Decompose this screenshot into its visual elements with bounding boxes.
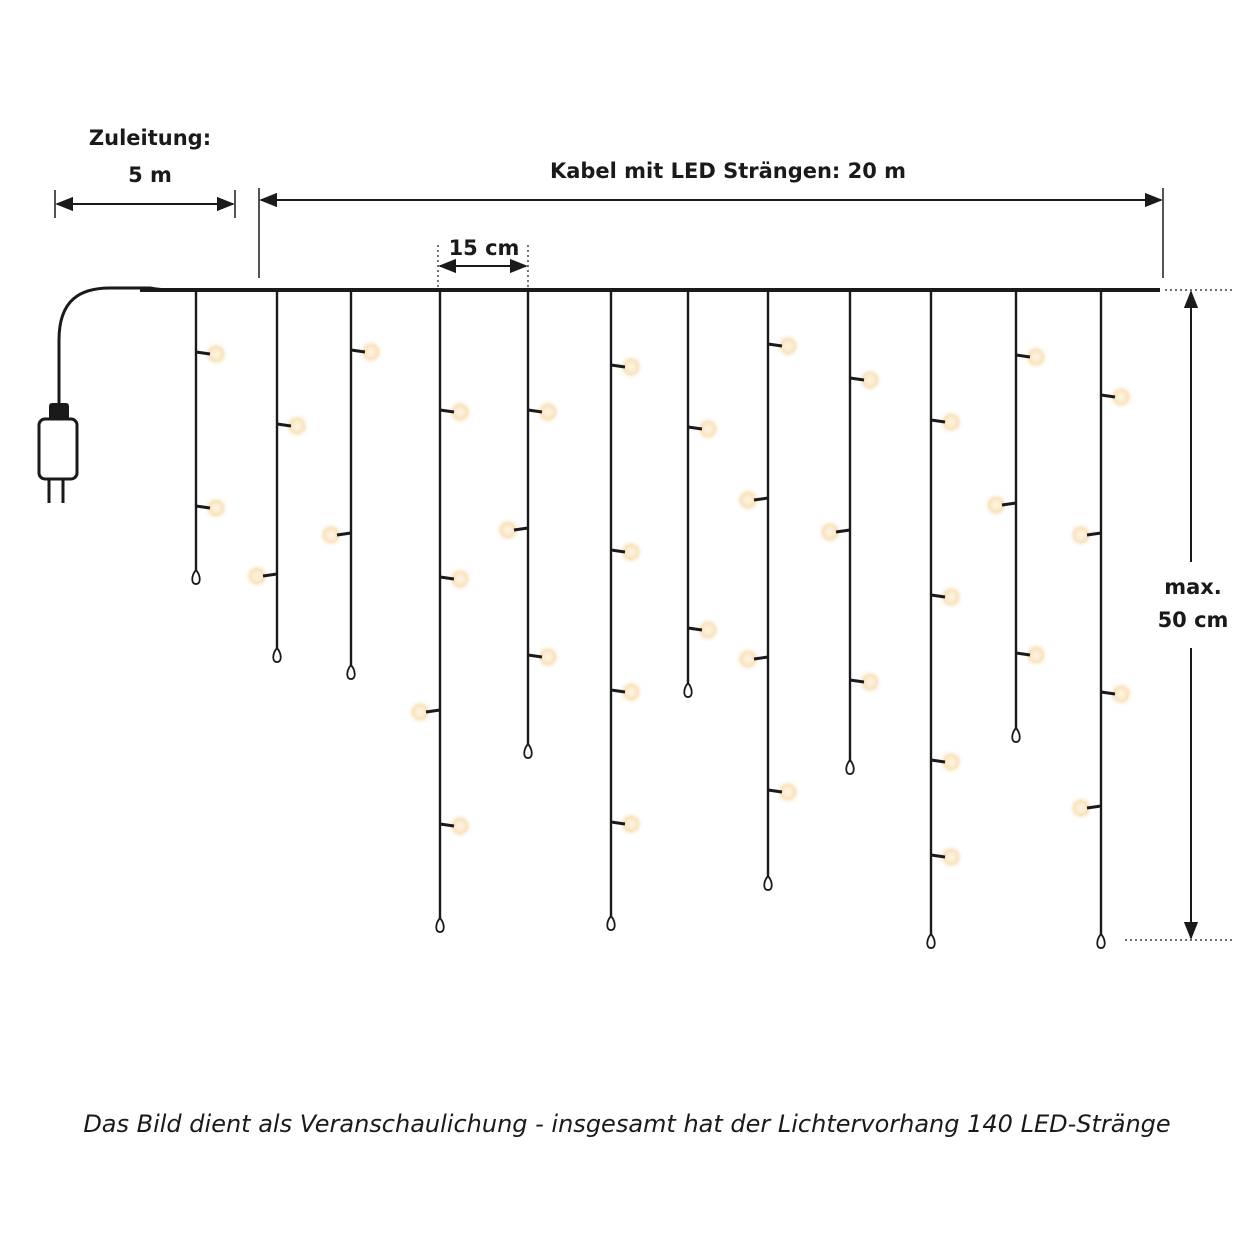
strand-end-loop	[683, 682, 693, 698]
max-label: max.	[1164, 575, 1222, 599]
strand-end-loop	[272, 647, 282, 663]
led-bulb-icon	[983, 492, 1017, 518]
led-strand	[244, 290, 310, 663]
led-bulb-icon	[318, 522, 352, 548]
led-strand	[926, 290, 964, 949]
led-strand	[983, 290, 1049, 743]
led-bulb-icon	[439, 399, 473, 425]
led-strand	[318, 290, 384, 680]
led-strand	[191, 290, 229, 585]
led-strand	[495, 290, 561, 759]
led-bulb-icon	[276, 413, 310, 439]
led-bulb-icon	[849, 669, 883, 695]
caption: Das Bild dient als Veranschaulichung - i…	[83, 1110, 1171, 1138]
strand-end-loop	[1096, 933, 1106, 949]
led-bulb-icon	[244, 563, 278, 589]
led-bulb-icon	[1068, 522, 1102, 548]
led-bulb-icon	[849, 367, 883, 393]
led-bulb-icon	[817, 519, 851, 545]
lead-title-label: Zuleitung:	[89, 126, 211, 150]
led-bulb-icon	[1015, 344, 1049, 370]
strand-end-loop	[763, 875, 773, 891]
led-strand	[735, 290, 801, 891]
led-strand	[1068, 290, 1134, 949]
max-value-label: 50 cm	[1158, 608, 1229, 632]
height-dimension: max. 50 cm	[1125, 289, 1232, 941]
led-bulb-icon	[1100, 384, 1134, 410]
strand-end-loop	[926, 933, 936, 949]
led-bulb-icon	[767, 333, 801, 359]
strand-end-loop	[1011, 727, 1021, 743]
spacing-dimension: 15 cm	[437, 236, 529, 290]
led-strand	[606, 290, 644, 931]
strand-end-loop	[606, 915, 616, 931]
cable-length-label: Kabel mit LED Strängen: 20 m	[550, 159, 906, 183]
led-strand	[817, 290, 883, 775]
plug-icon	[37, 403, 79, 503]
cable-dimension: Kabel mit LED Strängen: 20 m	[258, 159, 1164, 278]
led-bulb-icon	[610, 811, 644, 837]
led-bulb-icon	[1068, 795, 1102, 821]
led-bulb-icon	[1015, 642, 1049, 668]
led-bulb-icon	[439, 566, 473, 592]
led-strands	[191, 290, 1134, 949]
led-bulb-icon	[195, 495, 229, 521]
led-bulb-icon	[407, 699, 441, 725]
led-bulb-icon	[610, 539, 644, 565]
led-bulb-icon	[735, 646, 769, 672]
strand-end-loop	[191, 569, 201, 585]
led-bulb-icon	[439, 813, 473, 839]
led-bulb-icon	[527, 399, 561, 425]
strand-end-loop	[346, 664, 356, 680]
led-bulb-icon	[1100, 681, 1134, 707]
lead-cable	[57, 286, 176, 403]
led-bulb-icon	[735, 487, 769, 513]
lead-dimension: Zuleitung: 5 m	[54, 126, 236, 218]
led-bulb-icon	[610, 679, 644, 705]
led-bulb-icon	[195, 341, 229, 367]
led-bulb-icon	[495, 517, 529, 543]
led-bulb-icon	[930, 409, 964, 435]
strand-end-loop	[435, 917, 445, 933]
strand-end-loop	[845, 759, 855, 775]
led-bulb-icon	[610, 354, 644, 380]
lead-length-label: 5 m	[128, 163, 172, 187]
led-bulb-icon	[767, 779, 801, 805]
led-bulb-icon	[350, 339, 384, 365]
led-bulb-icon	[930, 584, 964, 610]
led-strand	[407, 290, 473, 933]
strand-end-loop	[523, 743, 533, 759]
led-bulb-icon	[527, 644, 561, 670]
led-bulb-icon	[930, 844, 964, 870]
led-strand	[683, 290, 721, 698]
led-bulb-icon	[687, 416, 721, 442]
spacing-label: 15 cm	[449, 236, 520, 260]
led-bulb-icon	[930, 749, 964, 775]
led-bulb-icon	[687, 617, 721, 643]
